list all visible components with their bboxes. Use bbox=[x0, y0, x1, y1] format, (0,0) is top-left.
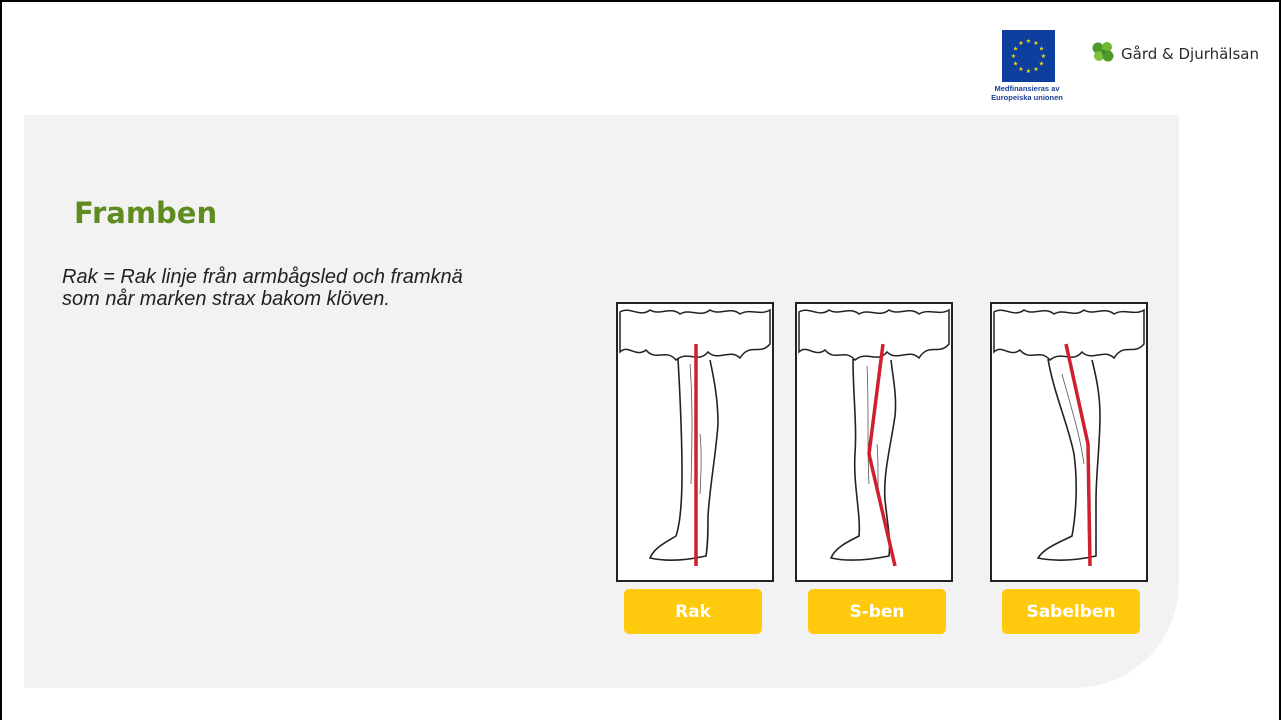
leg-illustration-sabelben bbox=[990, 302, 1148, 582]
eu-star-icon: ★ bbox=[1041, 53, 1046, 60]
brand-name: Gård & Djurhälsan bbox=[1121, 45, 1259, 63]
label-sabelben: Sabelben bbox=[1002, 589, 1140, 634]
eu-caption-line2: Europeiska unionen bbox=[990, 93, 1064, 102]
eu-caption-line1: Medfinansieras av bbox=[990, 84, 1064, 93]
eu-star-icon: ★ bbox=[1013, 61, 1018, 68]
clover-icon bbox=[1091, 41, 1115, 68]
brand-logo: Gård & Djurhälsan bbox=[1091, 42, 1259, 66]
page-title: Framben bbox=[74, 196, 217, 230]
leg-illustration-rak bbox=[616, 302, 774, 582]
leg-illustration-s-ben bbox=[795, 302, 953, 582]
eu-star-icon: ★ bbox=[1018, 66, 1023, 73]
eu-star-icon: ★ bbox=[1039, 46, 1044, 53]
eu-flag-icon: ★★★★★★★★★★★★ bbox=[1002, 30, 1055, 82]
description-text: Rak = Rak linje från armbågsled och fram… bbox=[62, 266, 492, 310]
eu-star-icon: ★ bbox=[1039, 61, 1044, 68]
label-s-ben: S-ben bbox=[808, 589, 946, 634]
eu-star-icon: ★ bbox=[1033, 66, 1038, 73]
eu-star-icon: ★ bbox=[1026, 68, 1031, 75]
eu-star-icon: ★ bbox=[1026, 38, 1031, 45]
label-rak: Rak bbox=[624, 589, 762, 634]
eu-star-icon: ★ bbox=[1018, 40, 1023, 47]
eu-caption: Medfinansieras av Europeiska unionen bbox=[990, 84, 1064, 102]
eu-star-icon: ★ bbox=[1011, 53, 1016, 60]
eu-logo: ★★★★★★★★★★★★ Medfinansieras av Europeisk… bbox=[990, 30, 1064, 117]
